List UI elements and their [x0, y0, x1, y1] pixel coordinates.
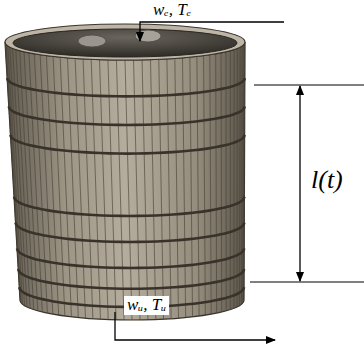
barrel-rim [5, 24, 245, 60]
barrel-stave [108, 60, 116, 320]
barrel-stave [60, 57, 71, 317]
level-dimension-arrow [299, 86, 300, 281]
barrel-stave [53, 56, 65, 316]
barrel-stave [40, 55, 53, 314]
barrel-stave [142, 60, 148, 320]
barrel-stave [190, 57, 193, 317]
barrel-hoop [16, 223, 245, 242]
barrel-hoop [7, 78, 245, 96]
floating-object [78, 35, 106, 47]
barrel-stave [99, 60, 108, 320]
barrel-hoop [9, 107, 245, 125]
barrel-stave [175, 58, 179, 318]
barrel-stave [125, 60, 132, 320]
barrel-stave [134, 60, 140, 320]
barrel-stave [83, 59, 93, 319]
barrel-stave [215, 54, 217, 313]
floating-object [135, 30, 161, 42]
barrel-stave [233, 49, 234, 308]
inflow-label: wₑ, Tₑ [150, 1, 194, 20]
level-bottom-line [250, 282, 364, 283]
barrel-stave [75, 58, 85, 318]
barrel-stave [225, 52, 226, 311]
barrel-stave [204, 56, 206, 316]
barrel-stave [151, 60, 156, 320]
level-label: l(t) [308, 166, 346, 195]
barrel-stave [91, 59, 100, 319]
barrel-stave [230, 51, 231, 310]
barrel-stave [241, 46, 243, 304]
barrel-hoops [7, 78, 245, 307]
barrel-hoop [10, 135, 244, 154]
level-top-line [254, 85, 364, 86]
barrel-stave [236, 48, 237, 307]
barrel-staves [5, 43, 244, 320]
barrel-stave [46, 56, 58, 316]
barrel-stave [183, 58, 186, 318]
barrel-stave [159, 59, 164, 319]
barrel-stave [239, 47, 241, 306]
barrel-hoop [14, 197, 244, 216]
barrel-hoop [17, 248, 244, 268]
barrel-interior [13, 29, 237, 57]
barrel-stave [210, 55, 211, 314]
inflow-arrow [140, 22, 284, 41]
barrel-stave [167, 59, 171, 319]
barrel-stave [197, 56, 199, 316]
outflow-arrow [115, 312, 275, 340]
outflow-label: wᵤ, Tᵤ [124, 296, 169, 315]
barrel-stave [116, 60, 124, 320]
barrel-hoop [18, 269, 244, 289]
barrel-stave [221, 53, 223, 312]
barrel-body [5, 42, 245, 320]
